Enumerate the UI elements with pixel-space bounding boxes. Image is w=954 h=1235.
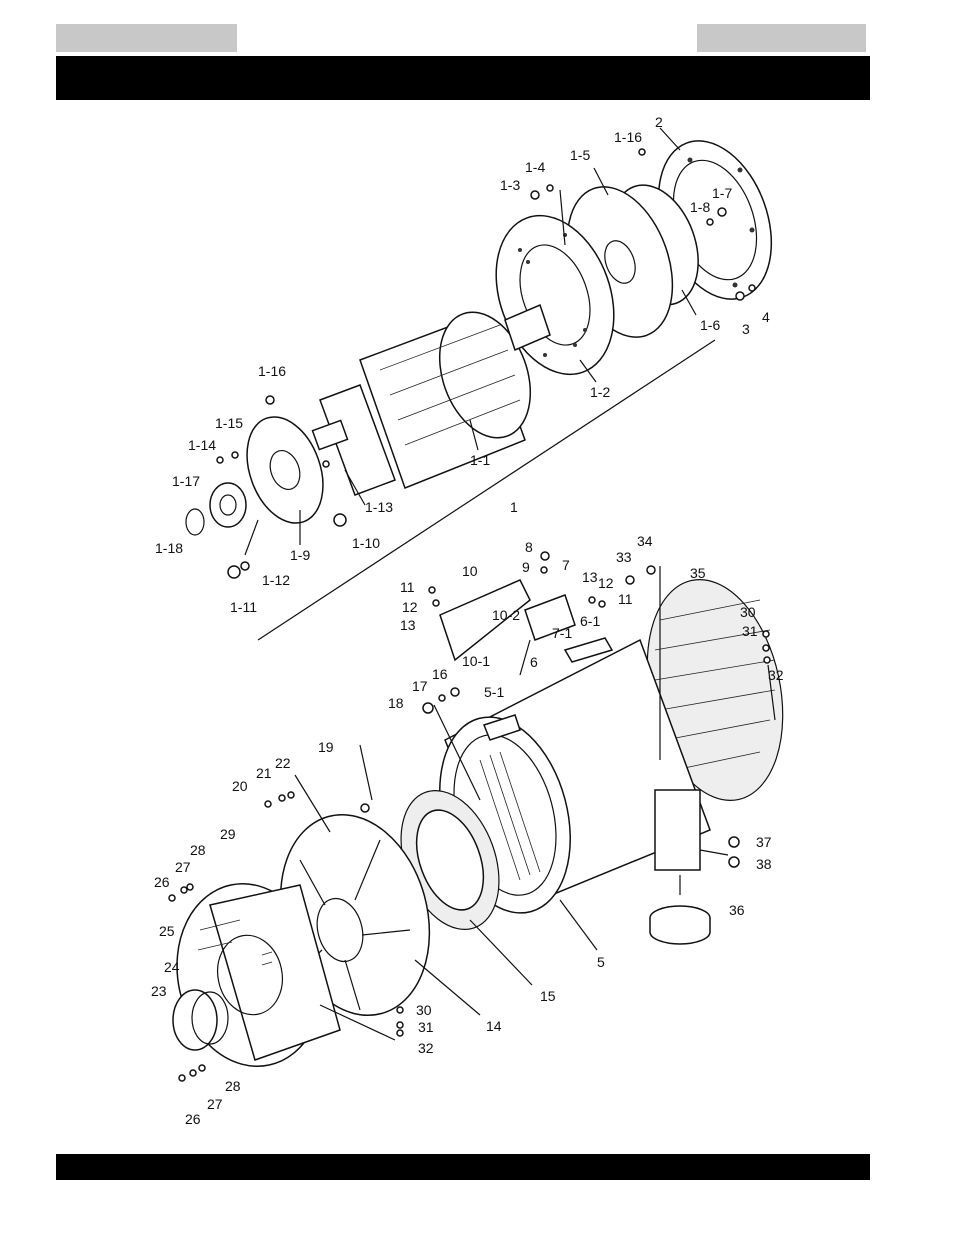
callout-5-1: 5-1 [484,684,504,700]
bracket-7 [524,594,576,641]
bracket-10 [439,579,531,662]
callout-32a: 32 [768,667,784,683]
callout-1-10: 1-10 [352,535,380,551]
callout-1-9: 1-9 [290,547,310,563]
callout-1-18: 1-18 [155,540,183,556]
callout-1-12: 1-12 [262,572,290,588]
callout-1-1: 1-1 [470,452,490,468]
callout-6-1: 6-1 [580,613,600,629]
callout-1-16b: 1-16 [258,363,286,379]
callout-3: 3 [742,321,750,337]
callout-1-4: 1-4 [525,159,545,175]
callout-1-13: 1-13 [365,499,393,515]
snap-ring-1-18 [185,508,205,536]
callout-1-14: 1-14 [188,437,216,453]
callout-10: 10 [462,563,478,579]
callout-labels: 1-16 2 1-4 1-5 1-3 1-7 1-8 1-6 3 4 1-2 1… [151,114,784,1127]
rotor-1-1 [311,303,551,496]
callout-8: 8 [525,539,533,555]
callout-15: 15 [540,988,556,1004]
cover-plate-23 [172,989,229,1051]
callout-31b: 31 [418,1019,434,1035]
callout-9: 9 [522,559,530,575]
callout-5: 5 [597,954,605,970]
callout-24: 24 [164,959,180,975]
callout-6: 6 [530,654,538,670]
callout-17: 17 [412,678,428,694]
callout-25: 25 [159,923,175,939]
callout-11b: 11 [618,591,633,607]
callout-26b: 26 [185,1111,201,1127]
callout-1-8: 1-8 [690,199,710,215]
leader-lines [244,127,776,1041]
callout-7: 7 [562,557,570,573]
callout-28b: 28 [225,1078,241,1094]
callout-1-16a: 1-16 [614,129,642,145]
callout-1-2: 1-2 [590,384,610,400]
page-title-bar [56,56,870,100]
exploded-generator-diagram: 1-16 2 1-4 1-5 1-3 1-7 1-8 1-6 3 4 1-2 1… [0,100,954,1150]
bracket-6 [563,637,614,663]
callout-12a: 12 [598,575,614,591]
callout-26a: 26 [154,874,170,890]
fan-screen-35 [646,579,784,801]
callout-36: 36 [729,902,745,918]
callout-30b: 30 [416,1002,432,1018]
exciter-stator-15 [400,790,500,930]
callout-1-11: 1-11 [230,599,257,615]
callout-19: 19 [318,739,334,755]
header-right-tab [697,24,866,52]
callout-7-1: 7-1 [552,625,572,641]
callout-1-15: 1-15 [215,415,243,431]
callout-1-6: 1-6 [700,317,720,333]
callout-18: 18 [388,695,404,711]
bearing-1-17 [209,482,247,528]
callout-13a: 13 [582,569,598,585]
footer-bar [56,1154,870,1180]
callout-30a: 30 [740,604,756,620]
header-left-tab [56,24,237,52]
callout-34: 34 [637,533,653,549]
bearing-carrier-1-9 [246,416,324,524]
callout-10-2: 10-2 [492,607,520,623]
callout-20: 20 [232,778,248,794]
callout-11a: 11 [400,579,415,595]
callout-37: 37 [756,834,772,850]
callout-29: 29 [220,826,236,842]
small-hardware-frame [168,551,771,1082]
callout-35: 35 [690,565,706,581]
callout-1: 1 [510,499,518,515]
callout-22: 22 [275,755,291,771]
callout-12b: 12 [402,599,418,615]
callout-4: 4 [762,309,770,325]
vibration-mount-36 [649,905,711,945]
callout-38: 38 [756,856,772,872]
callout-13b: 13 [400,617,416,633]
callout-2: 2 [655,114,663,130]
callout-1-7: 1-7 [712,185,732,201]
callout-14: 14 [486,1018,502,1034]
callout-1-5: 1-5 [570,147,590,163]
callout-23: 23 [151,983,167,999]
callout-31a: 31 [742,623,758,639]
callout-27a: 27 [175,859,191,875]
callout-16: 16 [432,666,448,682]
callout-10-1: 10-1 [462,653,490,669]
callout-28a: 28 [190,842,206,858]
callout-32b: 32 [418,1040,434,1056]
callout-21: 21 [256,765,272,781]
small-hardware-rotor [216,148,756,579]
callout-1-3: 1-3 [500,177,520,193]
callout-33: 33 [616,549,632,565]
frame-5 [439,638,711,914]
callout-27b: 27 [207,1096,223,1112]
callout-1-17: 1-17 [172,473,200,489]
